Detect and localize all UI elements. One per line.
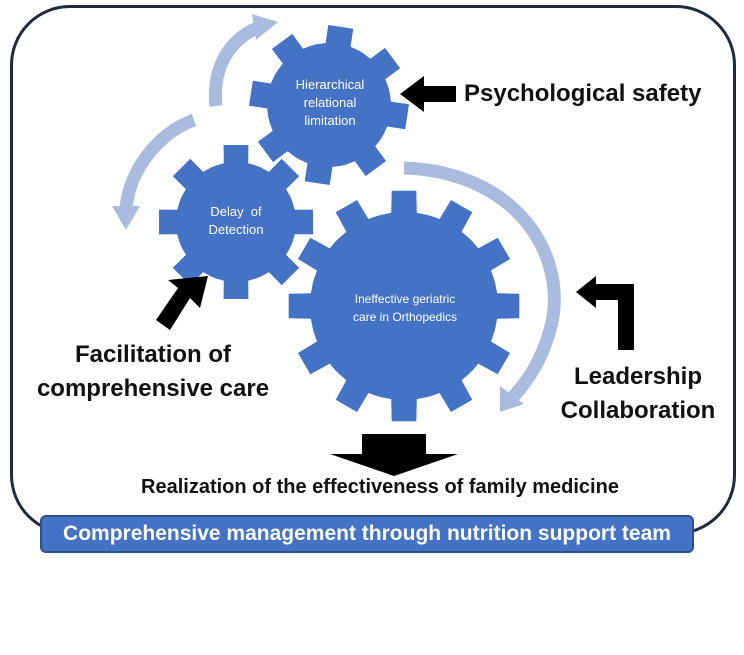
gear-left-shape [159, 145, 313, 299]
gear-text-hierarchical-3: limitation [304, 113, 356, 128]
left-arrow-icon [400, 76, 456, 112]
gear-label-delay: Delay of Detection [176, 203, 296, 239]
gear-hierarchical-icon [249, 25, 409, 185]
cycle-arc-right [403, 161, 561, 405]
cycle-arc-right-head [500, 386, 524, 412]
gear-top-shape [249, 25, 409, 185]
gear-big-shape [288, 190, 520, 422]
cycle-arc-top [208, 19, 265, 107]
bent-arrow-icon [576, 276, 634, 350]
label-facilitation-line2: comprehensive care [36, 375, 270, 402]
label-facilitation-line1: Facilitation of [75, 341, 231, 368]
cycle-arc-left-head [112, 206, 140, 230]
down-arrow-icon [330, 434, 458, 476]
label-collaboration: Collaboration [560, 397, 716, 424]
gear-label-ineffective: Ineffective geriatric care in Orthopedic… [330, 290, 480, 326]
label-realization: Realization of the effectiveness of fami… [141, 476, 619, 498]
gear-ineffective-care-icon [288, 190, 520, 422]
gear-label-hierarchical: Hierarchical relational limitation [270, 76, 390, 130]
label-leadership: Leadership [573, 363, 703, 390]
diagonal-up-right-arrow-icon [156, 276, 208, 330]
label-facilitation: Facilitation of comprehensive care [28, 338, 278, 406]
gear-text-ineffective-1: Ineffective geriatric [354, 292, 456, 306]
gear-text-hierarchical-1: Hierarchical [295, 77, 365, 92]
banner-nutrition-support: Comprehensive management through nutriti… [40, 515, 694, 553]
gear-delay-icon [159, 145, 313, 299]
gear-text-delay-2: Detection [208, 222, 264, 237]
cycle-arc-left [119, 113, 197, 209]
gear-text-delay-1: Delay of [210, 204, 262, 219]
label-leadership-collaboration: Leadership Collaboration [548, 360, 728, 428]
cycle-arc-top-head [252, 14, 278, 40]
gear-text-ineffective-2: care in Orthopedics [352, 310, 458, 324]
gear-text-hierarchical-2: relational [303, 95, 357, 110]
label-psychological-safety: Psychological safety [464, 80, 702, 107]
